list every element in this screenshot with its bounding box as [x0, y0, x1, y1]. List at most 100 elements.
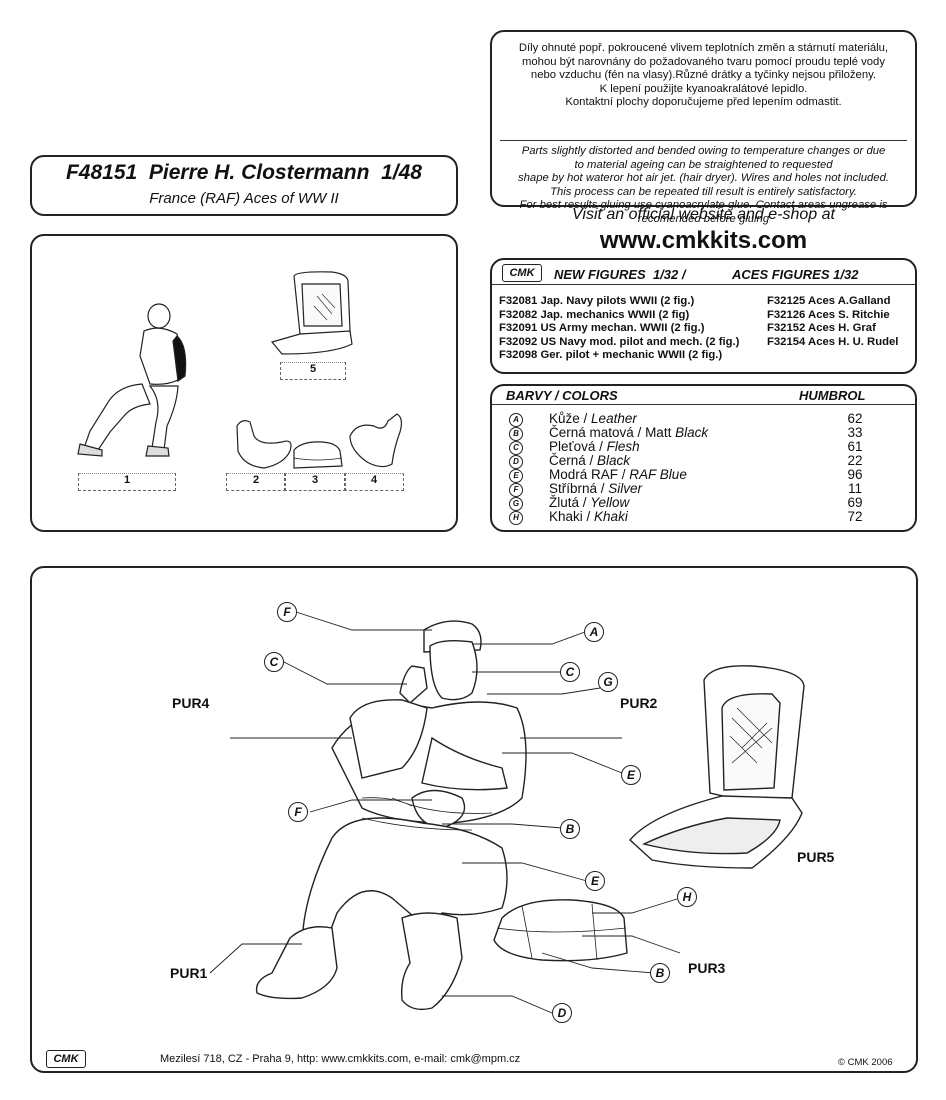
- footer-address: Mezilesí 718, CZ - Praha 9, http: www.cm…: [160, 1053, 521, 1065]
- color-name: Černá / Black: [549, 453, 631, 468]
- color-name: Pleťová / Flesh: [549, 439, 640, 454]
- part-4-arm-drawing: [349, 413, 403, 468]
- humbrol-number: 61: [847, 439, 863, 454]
- color-name: Černá matová / Matt Black: [549, 425, 709, 440]
- color-row: B Černá matová / Matt Black 33: [509, 425, 889, 441]
- color-letter-badge: E: [509, 469, 523, 483]
- list-item: F32152 Aces H. Graf: [767, 322, 876, 334]
- humbrol-number: 72: [847, 509, 863, 524]
- part-3-bag-drawing: [293, 441, 343, 469]
- notes-english-line: to material ageing can be straightened t…: [574, 158, 833, 171]
- callout-b-black: B: [560, 819, 580, 839]
- list-item: F32126 Aces S. Ritchie: [767, 308, 890, 321]
- callout-h-khaki: H: [677, 887, 697, 907]
- colors-box: BARVY / COLORS HUMBROL A Kůže / Leather …: [490, 384, 917, 532]
- list-item: F32092 US Navy mod. pilot and mech. (2 f…: [499, 335, 740, 348]
- list-item: F32091 US Army mechan. WWII (2 fig.): [499, 322, 705, 334]
- label-pur3: PUR3: [688, 960, 726, 976]
- notes-english-line: This process can be repeated till result…: [550, 185, 857, 198]
- notes-divider: [500, 140, 907, 141]
- callout-f-silver: F: [288, 802, 308, 822]
- notes-czech-line: Díly ohnuté popř. pokroucené vlivem tepl…: [518, 42, 889, 54]
- list-item: F32098 Ger. pilot + mechanic WWII (2 fig…: [499, 349, 723, 361]
- callout-e-raf-blue: E: [621, 765, 641, 785]
- color-name: Kůže / Leather: [549, 411, 637, 426]
- kit-subtitle: France (RAF) Aces of WW II: [149, 190, 339, 207]
- humbrol-number: 22: [847, 453, 863, 468]
- notes-czech-line: K lepení použijte kyanoakralátové lepidl…: [599, 82, 808, 95]
- humbrol-number: 11: [847, 481, 862, 496]
- color-letter-badge: F: [509, 483, 523, 497]
- humbrol-number: 33: [847, 425, 863, 440]
- visit-text: Visit an official website and e-shop at: [572, 206, 835, 223]
- color-letter-badge: A: [509, 413, 523, 427]
- part-5-seat-drawing: [270, 271, 353, 355]
- part-label-3: 3: [284, 473, 346, 491]
- seat-drawing: [629, 665, 805, 869]
- list-item: F32081 Jap. Navy pilots WWII (2 fig.): [499, 295, 695, 307]
- callout-g-yellow: G: [598, 672, 618, 692]
- footer-cmk-logo: CMK: [46, 1050, 86, 1068]
- color-row: C Pleťová / Flesh 61: [509, 439, 889, 455]
- color-row: G Žlutá / Yellow 69: [509, 495, 889, 511]
- part-1-figure-drawing: [77, 303, 187, 457]
- notes-czech: Díly ohnuté popř. pokroucené vlivem tepl…: [498, 42, 909, 110]
- aces-figures-header: ACES FIGURES 1/32: [732, 267, 859, 282]
- notes-czech-line: mohou být narovnány do požadovaného tvar…: [521, 55, 885, 68]
- color-row: D Černá / Black 22: [509, 453, 889, 469]
- parachute-bag-drawing: [493, 899, 628, 962]
- humbrol-number: 96: [847, 467, 863, 482]
- pilot-figure-drawing: [255, 620, 527, 1011]
- website-url[interactable]: www.cmkkits.com: [599, 227, 808, 254]
- list-item: F32082 Jap. mechanics WWII (2 fig): [499, 308, 690, 321]
- humbrol-number: 69: [847, 495, 863, 510]
- part-2-arm-drawing: [236, 420, 292, 469]
- color-name: Modrá RAF / RAF Blue: [549, 467, 687, 482]
- label-pur2: PUR2: [620, 695, 658, 711]
- part-label-4: 4: [344, 473, 404, 491]
- notes-english-line: shape by hot wateror hot air jet. (hair …: [518, 172, 889, 185]
- notes-english-line: Parts slightly distorted and bended owin…: [521, 145, 886, 157]
- notes-english-line: For best results gluing use cyanoacrylat…: [519, 199, 888, 212]
- color-name: Stříbrná / Silver: [549, 481, 643, 496]
- label-pur4: PUR4: [172, 695, 210, 711]
- callout-c-flesh: C: [264, 652, 284, 672]
- color-name: Khaki / Khaki: [549, 509, 628, 524]
- parts-drawing: [77, 271, 403, 469]
- callout-c-flesh: C: [560, 662, 580, 682]
- color-letter-badge: C: [509, 441, 523, 455]
- color-row: A Kůže / Leather 62: [509, 411, 889, 427]
- notes-english: Parts slightly distorted and bended owin…: [498, 145, 909, 227]
- callout-d-black: D: [552, 1003, 572, 1023]
- color-row: E Modrá RAF / RAF Blue 96: [509, 467, 889, 483]
- callout-b-black: B: [650, 963, 670, 983]
- callout-a-leather: A: [584, 622, 604, 642]
- part-label-2: 2: [226, 473, 286, 491]
- figures-divider: [492, 284, 915, 285]
- colors-header: BARVY / COLORS: [506, 388, 618, 403]
- notes-czech-line: Kontaktní plochy doporučujeme před lepen…: [565, 96, 842, 109]
- main-illustration-box: F A C C G E F B E H B D PUR4 PUR2 PUR5 P…: [30, 566, 918, 1073]
- title-box: F48151 Pierre H. Clostermann 1/48 France…: [30, 155, 458, 216]
- footer-copyright: © CMK 2006: [838, 1057, 893, 1068]
- color-row: H Khaki / Khaki 72: [509, 509, 889, 525]
- aces-figures-list: F32125 Aces A.Galland F32126 Aces S. Rit…: [767, 295, 898, 349]
- color-row: F Stříbrná / Silver 11: [509, 481, 889, 497]
- humbrol-header: HUMBROL: [799, 388, 866, 403]
- colors-divider: [492, 404, 915, 405]
- color-letter-badge: H: [509, 511, 523, 525]
- color-letter-badge: G: [509, 497, 523, 511]
- new-figures-list: F32081 Jap. Navy pilots WWII (2 fig.) F3…: [499, 295, 739, 363]
- part-label-5: 5: [280, 362, 346, 380]
- label-pur5: PUR5: [797, 849, 835, 865]
- part-label-1: 1: [78, 473, 176, 491]
- color-letter-badge: B: [509, 427, 523, 441]
- kit-title: F48151 Pierre H. Clostermann 1/48: [65, 161, 422, 184]
- color-name: Žlutá / Yellow: [549, 495, 630, 510]
- assembly-notes-box: Díly ohnuté popř. pokroucené vlivem tepl…: [490, 30, 917, 225]
- label-pur1: PUR1: [170, 965, 208, 981]
- parts-box: 1 2 3 4 5: [30, 234, 458, 532]
- humbrol-number: 62: [847, 411, 863, 426]
- callout-e-raf-blue: E: [585, 871, 605, 891]
- main-drawing: [209, 611, 805, 1014]
